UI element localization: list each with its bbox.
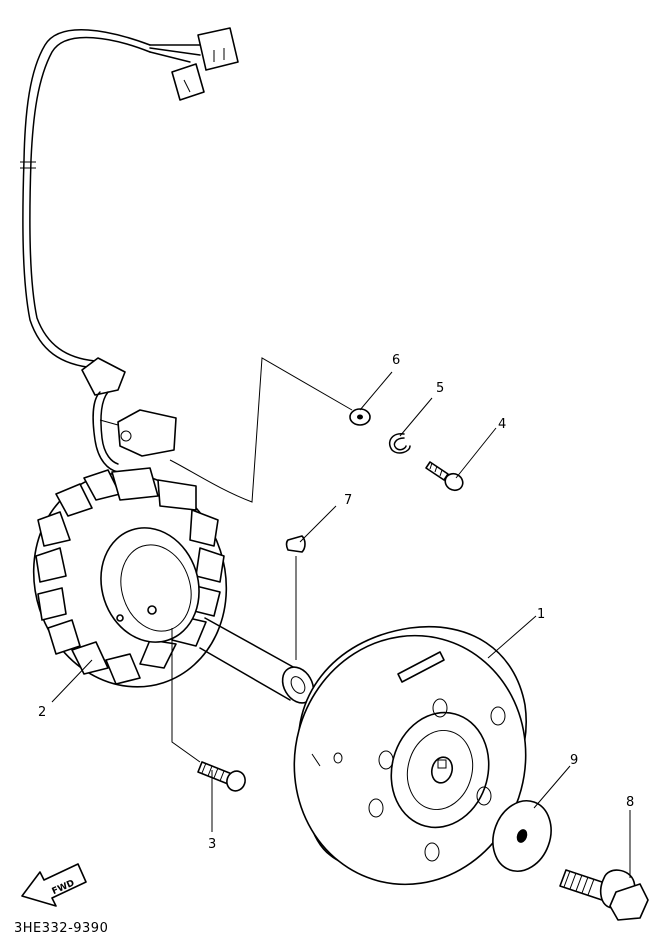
callout-5: 5	[436, 381, 444, 396]
woodruff-key	[285, 535, 306, 553]
callout-labels: 1 2 3 4 5 6 7 8 9	[38, 353, 634, 852]
callout-8: 8	[626, 795, 634, 810]
callout-6: 6	[392, 353, 400, 368]
callout-1: 1	[537, 607, 545, 622]
pickup-coil	[99, 409, 177, 457]
forward-arrow-icon: FWD	[21, 863, 87, 907]
crankshaft-stub	[199, 617, 315, 704]
callout-9: 9	[570, 753, 578, 768]
drawing-code: 3HE332-9390	[14, 921, 108, 936]
callout-3: 3	[208, 837, 216, 852]
stator-screw	[197, 761, 246, 792]
callout-4: 4	[498, 417, 506, 432]
wire-grommet	[81, 357, 126, 473]
callout-2: 2	[38, 705, 46, 720]
rotor-washer	[492, 800, 552, 872]
wire-harness	[20, 29, 206, 369]
wire-connector-lower	[171, 63, 205, 101]
leader-lines	[51, 357, 631, 878]
rotor-flywheel	[293, 626, 527, 886]
pan-head-screw	[425, 461, 464, 492]
stator-assembly	[32, 467, 228, 688]
wire-connector-upper	[197, 27, 239, 71]
circlip	[388, 433, 411, 454]
flange-bolt	[559, 869, 649, 921]
callout-7: 7	[344, 493, 352, 508]
plain-washer	[349, 408, 371, 426]
